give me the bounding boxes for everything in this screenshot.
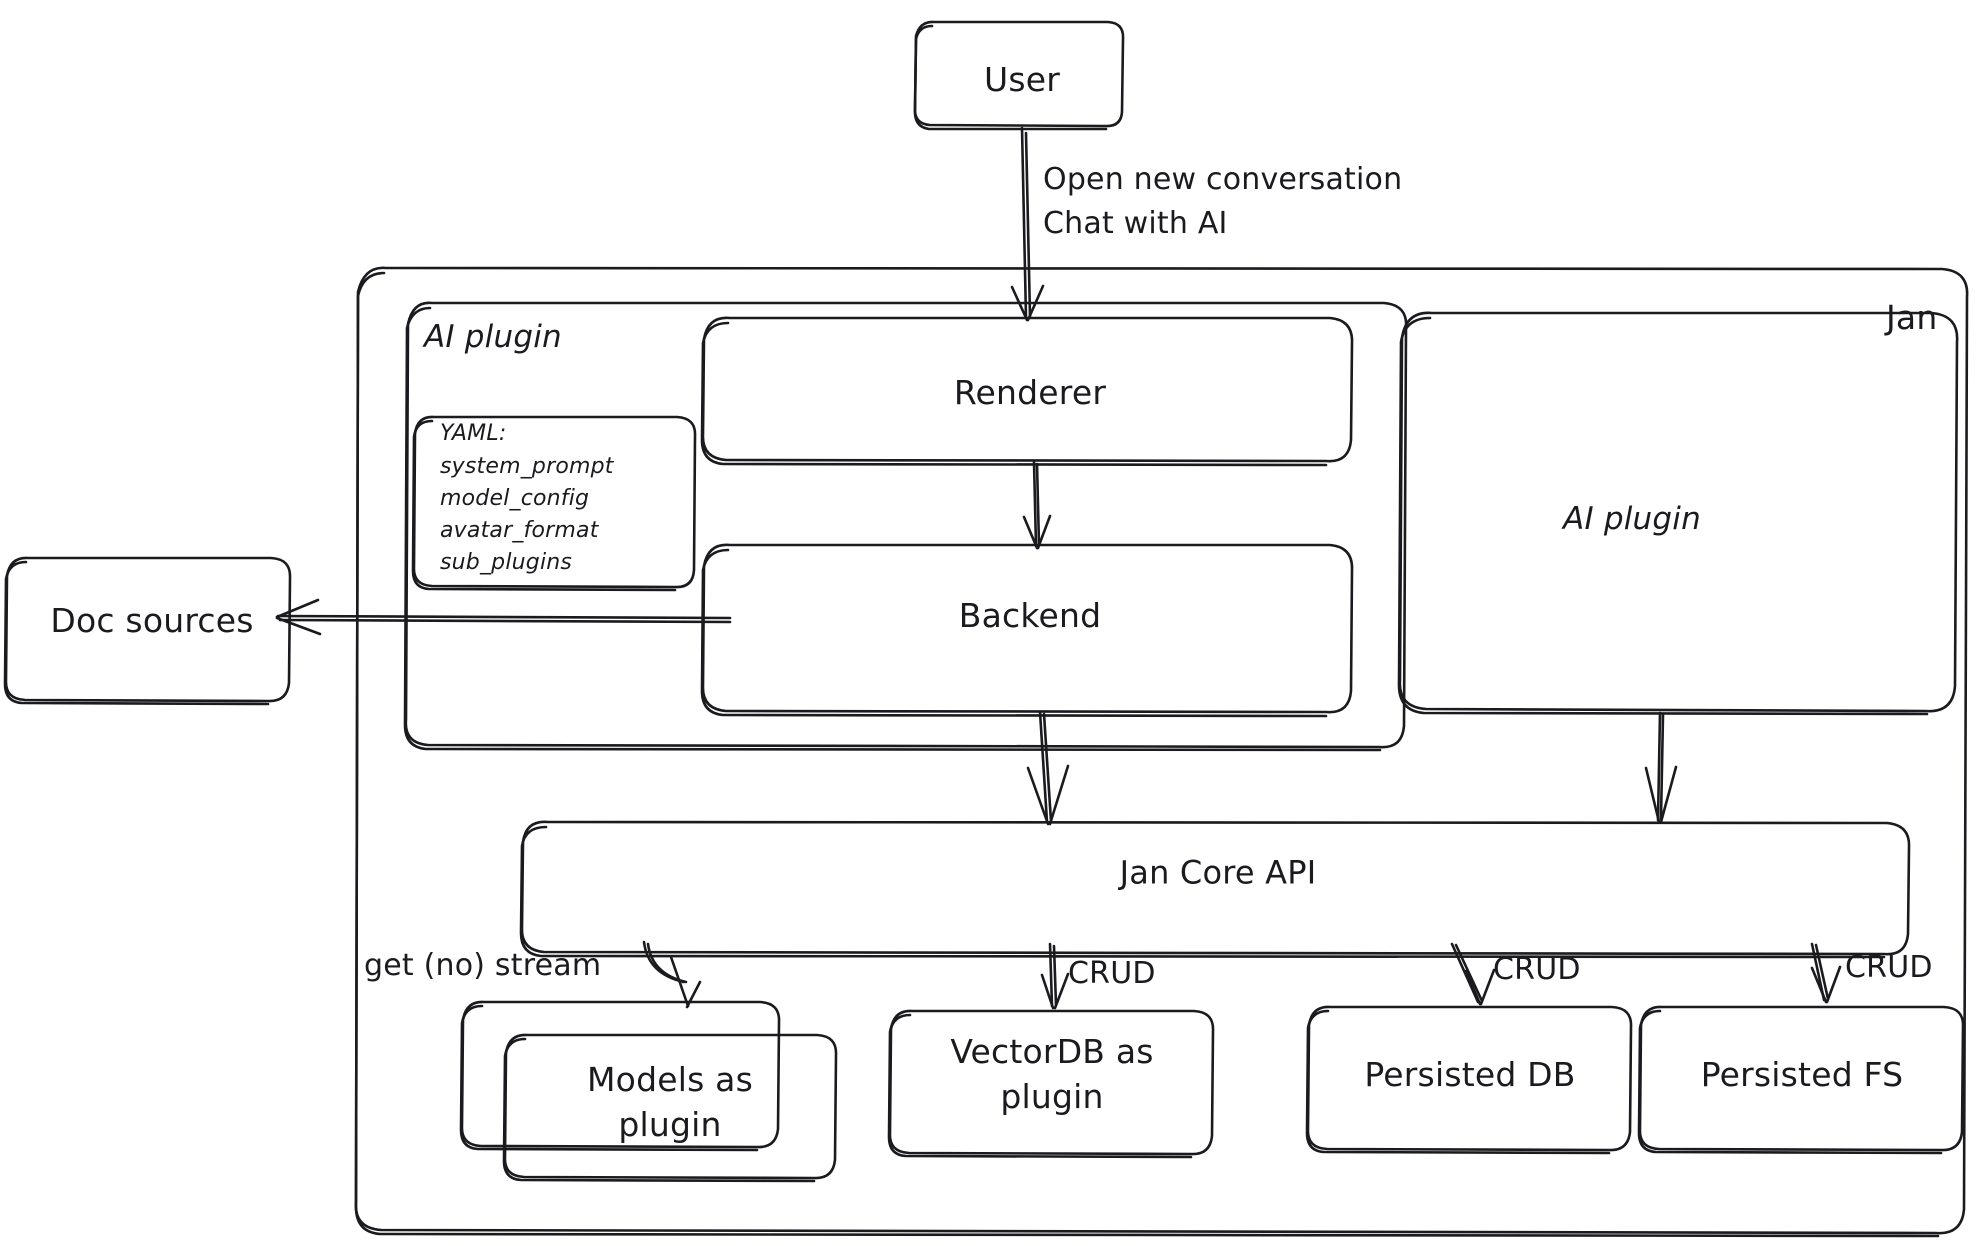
- yaml-box-shape: [411, 415, 697, 592]
- models-plugin-back-box-shape: [459, 1000, 781, 1152]
- renderer-box-shape: [700, 316, 1354, 467]
- jan-container-shape: [354, 266, 1969, 1238]
- jan-core-api-shape: [519, 820, 1911, 959]
- edge-ai-plugin-to-core: [1644, 711, 1678, 824]
- edge-backend-to-doc-sources: [275, 598, 732, 636]
- edge-renderer-to-backend: [1022, 460, 1052, 550]
- models-plugin-front-box-shape: [502, 1033, 838, 1183]
- edge-core-to-vectordb: [1040, 942, 1070, 1010]
- user-box-shape: [913, 20, 1125, 131]
- persisted-fs-box-shape: [1637, 1005, 1965, 1155]
- edge-backend-to-core: [1026, 710, 1070, 826]
- ai-plugin-box-shape: [1397, 311, 1959, 716]
- persisted-db-box-shape: [1305, 1005, 1633, 1155]
- backend-box-shape: [700, 543, 1354, 718]
- ai-plugin-group-shape: [403, 301, 1408, 752]
- edge-core-to-models: [642, 940, 702, 1009]
- edge-core-to-persisteddb: [1450, 942, 1496, 1006]
- doc-sources-box-shape: [3, 556, 292, 706]
- edge-core-to-persistedfs: [1810, 942, 1842, 1004]
- edge-user-to-renderer: [1010, 126, 1045, 322]
- vectordb-plugin-box-shape: [887, 1009, 1215, 1159]
